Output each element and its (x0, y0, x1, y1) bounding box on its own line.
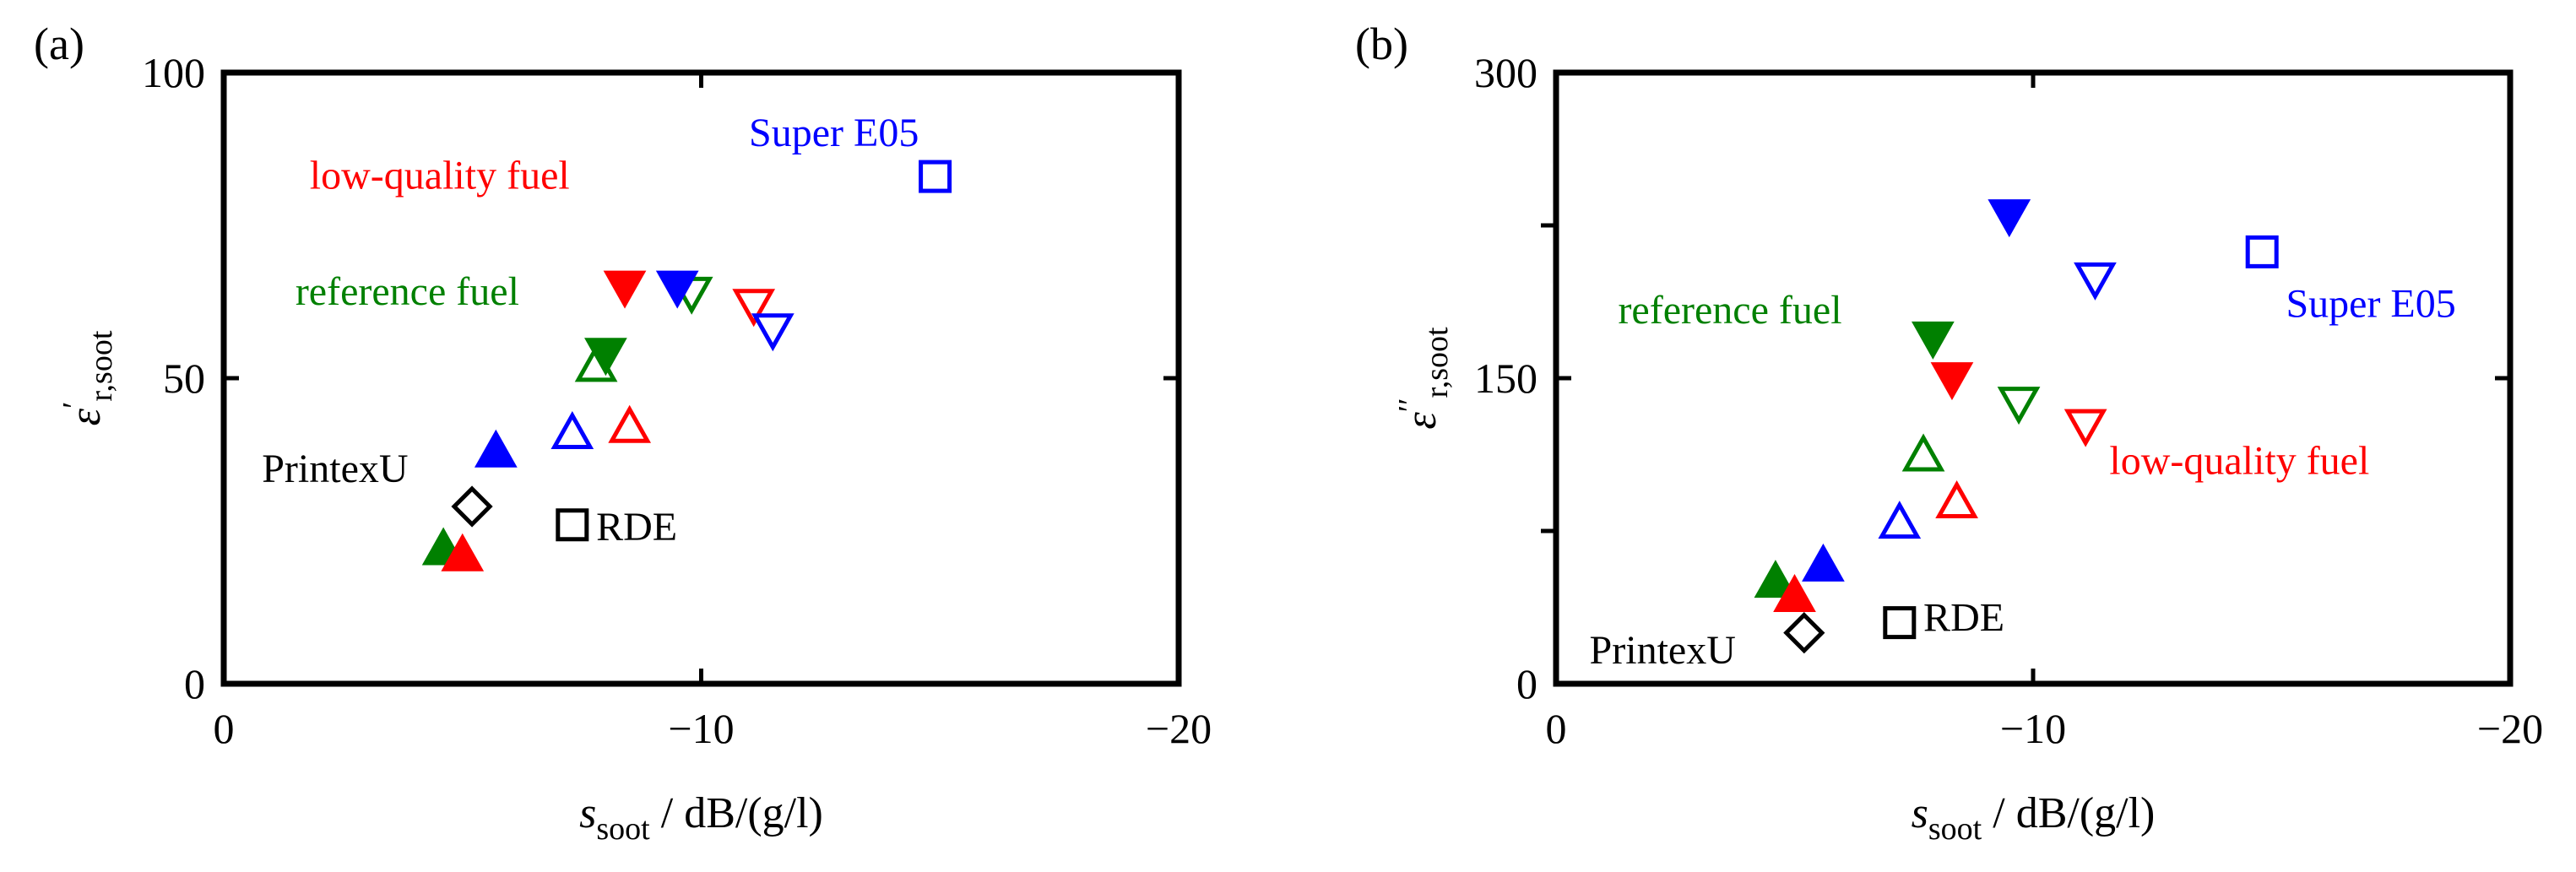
x-tick-label: −20 (2477, 705, 2543, 752)
data-point-reference-fuel (1997, 387, 2041, 425)
annotation-super-e05: Super E05 (2286, 282, 2455, 327)
data-point-super-e05 (2074, 262, 2117, 301)
x-tick-label: 0 (1546, 705, 1567, 752)
x-axis-subscript: soot (1928, 811, 1982, 847)
y-tick-label: 0 (184, 660, 205, 707)
y-axis-label: ε′r,soot (57, 330, 119, 425)
data-point-rde (556, 508, 589, 542)
x-tick-label: −10 (2000, 705, 2066, 752)
y-tick-label: 300 (1474, 49, 1537, 96)
annotation-super-e05: Super E05 (749, 111, 919, 155)
data-point-low-quality-fuel (2064, 409, 2107, 447)
plot-frame (1553, 69, 2514, 687)
annotation-rde: RDE (596, 505, 677, 550)
panel-label: (a) (34, 19, 84, 69)
x-tick-label: −10 (668, 705, 734, 752)
y-axis-symbol: ε (62, 408, 110, 425)
data-point-super-e05 (2245, 235, 2279, 268)
annotation-low-quality-fuel: low-quality fuel (2109, 438, 2369, 483)
x-axis-symbol: s (1912, 789, 1928, 837)
data-point-rde (1883, 606, 1917, 640)
data-point-super-e05 (1878, 501, 1922, 539)
y-axis-prime: ′ (57, 402, 92, 409)
data-point-printexu (1783, 612, 1825, 654)
x-axis-unit: / dB/(g/l) (650, 789, 823, 837)
data-point-low-quality-fuel (1935, 480, 1978, 519)
x-tick-label: −20 (1146, 705, 1212, 752)
annotation-rde: RDE (1923, 595, 2004, 640)
data-point-super-e05 (655, 270, 699, 309)
y-tick-label: 100 (142, 49, 205, 96)
data-point-reference-fuel (1901, 433, 1945, 472)
x-axis-label: ssoot / dB/(g/l) (579, 789, 823, 847)
data-point-reference-fuel (1911, 321, 1955, 360)
y-axis-subscript: r,soot (84, 330, 119, 401)
annotation-printexu: PrintexU (262, 447, 408, 491)
x-axis-symbol: s (579, 789, 596, 837)
annotation-reference-fuel: reference fuel (296, 269, 519, 314)
data-point-super-e05 (751, 313, 794, 352)
annotation-low-quality-fuel: low-quality fuel (310, 154, 570, 198)
data-point-low-quality-fuel (1773, 574, 1816, 613)
data-point-low-quality-fuel (441, 533, 485, 571)
data-point-super-e05 (1988, 199, 2031, 238)
x-axis-label: ssoot / dB/(g/l) (1912, 789, 2156, 847)
data-point-low-quality-fuel (608, 404, 652, 443)
data-point-super-e05 (919, 160, 952, 193)
data-point-reference-fuel (1754, 560, 1798, 598)
data-point-reference-fuel (584, 338, 627, 376)
data-point-low-quality-fuel (1930, 362, 1974, 401)
data-point-super-e05 (550, 410, 594, 449)
data-point-super-e05 (1802, 543, 1845, 582)
annotation-printexu: PrintexU (1590, 628, 1736, 673)
y-axis-subscript: r,soot (1419, 327, 1455, 398)
x-tick-label: 0 (214, 705, 235, 752)
panel-b-chart: 0 −10 −20 0 150 300 (b) ssoot / dB/(g/l) ε′′r,so… (1355, 19, 2543, 847)
y-axis-symbol: ε (1397, 412, 1445, 430)
y-tick-label: 50 (163, 355, 205, 402)
data-point-low-quality-fuel (732, 289, 776, 328)
y-axis-prime: ′′ (1392, 398, 1428, 412)
data-point-printexu (451, 485, 493, 528)
panel-a-chart: 0 −10 −20 0 50 100 (a) ssoot / dB/(g/l) ε′r,soot… (34, 19, 1212, 847)
annotation-reference-fuel: reference fuel (1618, 288, 1841, 333)
x-axis-unit: / dB/(g/l) (1982, 789, 2155, 837)
y-tick-label: 150 (1474, 355, 1537, 402)
y-tick-label: 0 (1516, 660, 1537, 707)
x-axis-subscript: soot (596, 811, 650, 847)
data-point-super-e05 (474, 429, 518, 468)
y-axis-label: ε′′r,soot (1392, 327, 1455, 430)
panel-label: (b) (1355, 19, 1408, 69)
data-point-low-quality-fuel (603, 270, 647, 309)
